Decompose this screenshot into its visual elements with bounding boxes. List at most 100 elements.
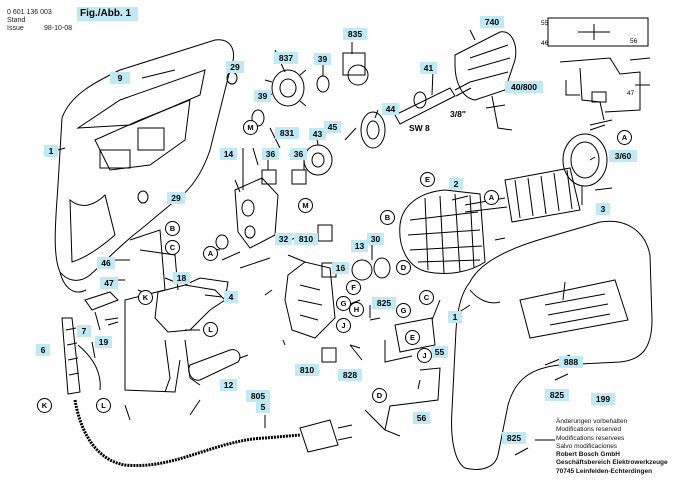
part-label-4: 4 <box>224 291 238 303</box>
part-label-3-60: 3/60 <box>609 150 637 162</box>
part-label-3: 3 <box>596 203 610 215</box>
part-label-7: 7 <box>77 325 91 337</box>
callout-h: H <box>349 302 364 317</box>
callout-k-mid: K <box>138 290 153 305</box>
footer-line-de: Änderungen vorbehalten <box>556 418 628 425</box>
part-label-810-bottom: 810 <box>295 364 319 376</box>
part-label-6: 6 <box>36 344 50 356</box>
callout-a-top: A <box>617 130 632 145</box>
gear-43 <box>303 144 333 176</box>
part-label-39-top: 39 <box>314 53 331 65</box>
part-label-740: 740 <box>480 16 504 28</box>
part-label-1-right: 1 <box>448 311 462 323</box>
callout-c-right: C <box>419 290 434 305</box>
part-label-47: 47 <box>100 277 118 289</box>
part-label-43: 43 <box>309 128 326 140</box>
housing-right-outline <box>451 220 653 470</box>
part-label-1-left: 1 <box>44 145 58 157</box>
schematic-num-46: 46 <box>541 40 549 47</box>
gear-housing <box>234 177 279 249</box>
part-label-835: 835 <box>343 28 367 40</box>
part-label-810-top: 810 <box>294 233 318 245</box>
part-label-55: 55 <box>431 346 448 358</box>
callout-e-top: E <box>420 172 435 187</box>
schematic-num-56: 56 <box>630 38 638 45</box>
footer-division: Geschäftsbereich Elektrowerkzeuge <box>556 459 668 467</box>
footer-address: 70745 Leinfelden-Echterdingen <box>556 467 653 475</box>
part-label-44: 44 <box>382 103 399 115</box>
spindle <box>394 87 456 125</box>
power-cord <box>73 399 301 468</box>
part-label-14: 14 <box>220 148 237 160</box>
footer-line-fr: Modifications reservees <box>556 434 625 442</box>
part-label-36-left: 36 <box>262 148 279 160</box>
doc-number: 0 601 136 003 <box>7 9 52 16</box>
armature <box>504 167 581 223</box>
part-label-32: 32 <box>275 233 292 245</box>
callout-g-right: G <box>396 303 411 318</box>
cable-clamp <box>188 349 241 381</box>
housing-left-outline <box>54 39 234 281</box>
switch-body <box>154 284 226 333</box>
callout-d-top: D <box>396 260 411 275</box>
part-label-828: 828 <box>338 369 362 381</box>
part-label-19: 19 <box>95 336 112 348</box>
callout-m-mid: M <box>298 198 313 213</box>
part-label-56: 56 <box>413 412 430 424</box>
callout-k-bottom: K <box>37 398 52 413</box>
callout-m-top: M <box>243 120 258 135</box>
part-label-12: 12 <box>220 379 237 391</box>
part-label-40-800: 40/800 <box>505 81 543 93</box>
part-label-888: 888 <box>559 356 583 368</box>
part-label-805: 805 <box>246 390 270 402</box>
issue-label: Issue <box>7 25 24 32</box>
schematic-num-47: 47 <box>627 90 635 97</box>
callout-j-right: J <box>417 348 432 363</box>
callout-d-bottom: D <box>372 388 387 403</box>
part-label-30: 30 <box>367 233 384 245</box>
callout-l: L <box>203 322 218 337</box>
part-label-831: 831 <box>275 127 299 139</box>
label-three-eighths: 3/8" <box>450 109 466 119</box>
wiring-schematic <box>547 17 651 121</box>
part-label-825-a: 825 <box>372 297 396 309</box>
callout-e-bottom: E <box>405 330 420 345</box>
stator <box>399 189 486 275</box>
callout-b-top: B <box>380 210 395 225</box>
stand-label: Stand <box>7 17 26 24</box>
footer-notice: Änderungen vorbehalten Modifications res… <box>556 418 692 476</box>
label-sw8: SW 8 <box>409 123 430 133</box>
part-label-5: 5 <box>256 401 270 413</box>
callout-a-left: A <box>203 246 218 261</box>
callout-b-left: B <box>165 221 180 236</box>
part-label-199: 199 <box>591 393 615 405</box>
part-label-46: 46 <box>97 257 115 269</box>
figure-label: Fig./Abb. 1 <box>77 7 138 21</box>
issue-date: 98-10-08 <box>44 25 73 32</box>
callout-j-mid: J <box>336 318 351 333</box>
part-label-9: 9 <box>110 72 130 84</box>
part-label-29-top: 29 <box>226 61 244 73</box>
callout-g-mid: G <box>336 296 351 311</box>
callout-l-bottom: L <box>96 398 111 413</box>
part-label-18: 18 <box>173 272 190 284</box>
part-label-45: 45 <box>324 121 341 133</box>
part-label-825-b: 825 <box>545 389 569 401</box>
footer-line-es: Salvo modificaciones <box>556 442 618 450</box>
schematic-num-55: 55 <box>541 20 549 27</box>
part-label-41: 41 <box>420 62 437 74</box>
footer-company: Robert Bosch GmbH <box>556 451 620 459</box>
part-label-39-mid: 39 <box>254 90 271 102</box>
part-label-16: 16 <box>332 262 349 274</box>
callout-a-right: A <box>484 190 499 205</box>
brush-holder <box>284 261 336 339</box>
gear-837 <box>271 69 305 107</box>
callout-c-left: C <box>165 240 180 255</box>
part-label-29-mid: 29 <box>167 192 185 204</box>
part-label-2: 2 <box>449 178 463 190</box>
part-label-13: 13 <box>351 240 368 252</box>
callout-f: F <box>346 280 361 295</box>
footer-line-en: Modifications reserved <box>556 426 622 434</box>
part-label-837: 837 <box>274 52 298 64</box>
part-label-825-c: 825 <box>502 432 526 444</box>
